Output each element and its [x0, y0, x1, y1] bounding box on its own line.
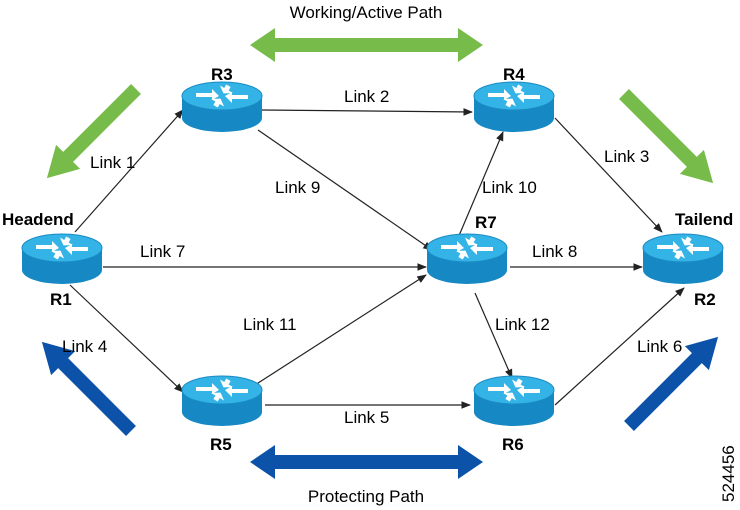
router-r1-icon: [21, 233, 103, 285]
link-11-label: Link 11: [243, 315, 297, 334]
link-9-label: Link 9: [275, 178, 320, 197]
link-5-label: Link 5: [344, 408, 389, 427]
link-3-label: Link 3: [604, 147, 649, 166]
link-3-line: [554, 117, 663, 233]
working-path-left-arrow: [46, 84, 141, 179]
link-12-line: [474, 292, 513, 379]
router-r1-label: R1: [50, 290, 72, 309]
router-r3-label: R3: [211, 65, 233, 84]
link-12-label: Link 12: [495, 315, 550, 334]
link-4-line: [69, 284, 184, 393]
router-r2-icon: [642, 233, 724, 285]
router-r5-label: R5: [210, 435, 232, 454]
router-r6-icon: [473, 375, 555, 427]
protecting-path-arrow: [250, 445, 483, 479]
link-2-line: [261, 108, 473, 116]
protecting-path-title: Protecting Path: [308, 487, 424, 506]
link-4-label: Link 4: [62, 337, 107, 356]
link-10-line: [457, 131, 504, 239]
router-r6-label: R6: [502, 435, 524, 454]
router-r4-icon: [473, 81, 555, 133]
working-path-arrow: [250, 28, 483, 62]
links: [69, 108, 685, 409]
working-path-right-arrow: [619, 89, 714, 184]
headend-label: Headend: [2, 210, 74, 229]
protecting-path-left-arrow: [41, 341, 136, 436]
protecting-path-right-arrow: [624, 336, 719, 431]
router-r4-label: R4: [503, 65, 525, 84]
router-r3-icon: [181, 81, 263, 133]
link-8-label: Link 8: [532, 242, 577, 261]
link-6-line: [554, 287, 685, 406]
router-r7-icon: [426, 233, 508, 285]
link-11-line: [254, 274, 427, 386]
working-path-title: Working/Active Path: [290, 3, 443, 22]
router-r2-label: R2: [694, 290, 716, 309]
link-7-label: Link 7: [140, 242, 185, 261]
link-10-label: Link 10: [482, 178, 537, 197]
link-9-line: [257, 129, 433, 251]
link-6-label: Link 6: [637, 337, 682, 356]
link-2-label: Link 2: [344, 87, 389, 106]
link-1-label: Link 1: [90, 153, 135, 172]
link-1-line: [74, 109, 184, 233]
router-r5-icon: [181, 375, 263, 427]
figure-id: 524456: [719, 445, 738, 502]
tailend-label: Tailend: [675, 210, 733, 229]
router-r7-label: R7: [475, 213, 497, 232]
